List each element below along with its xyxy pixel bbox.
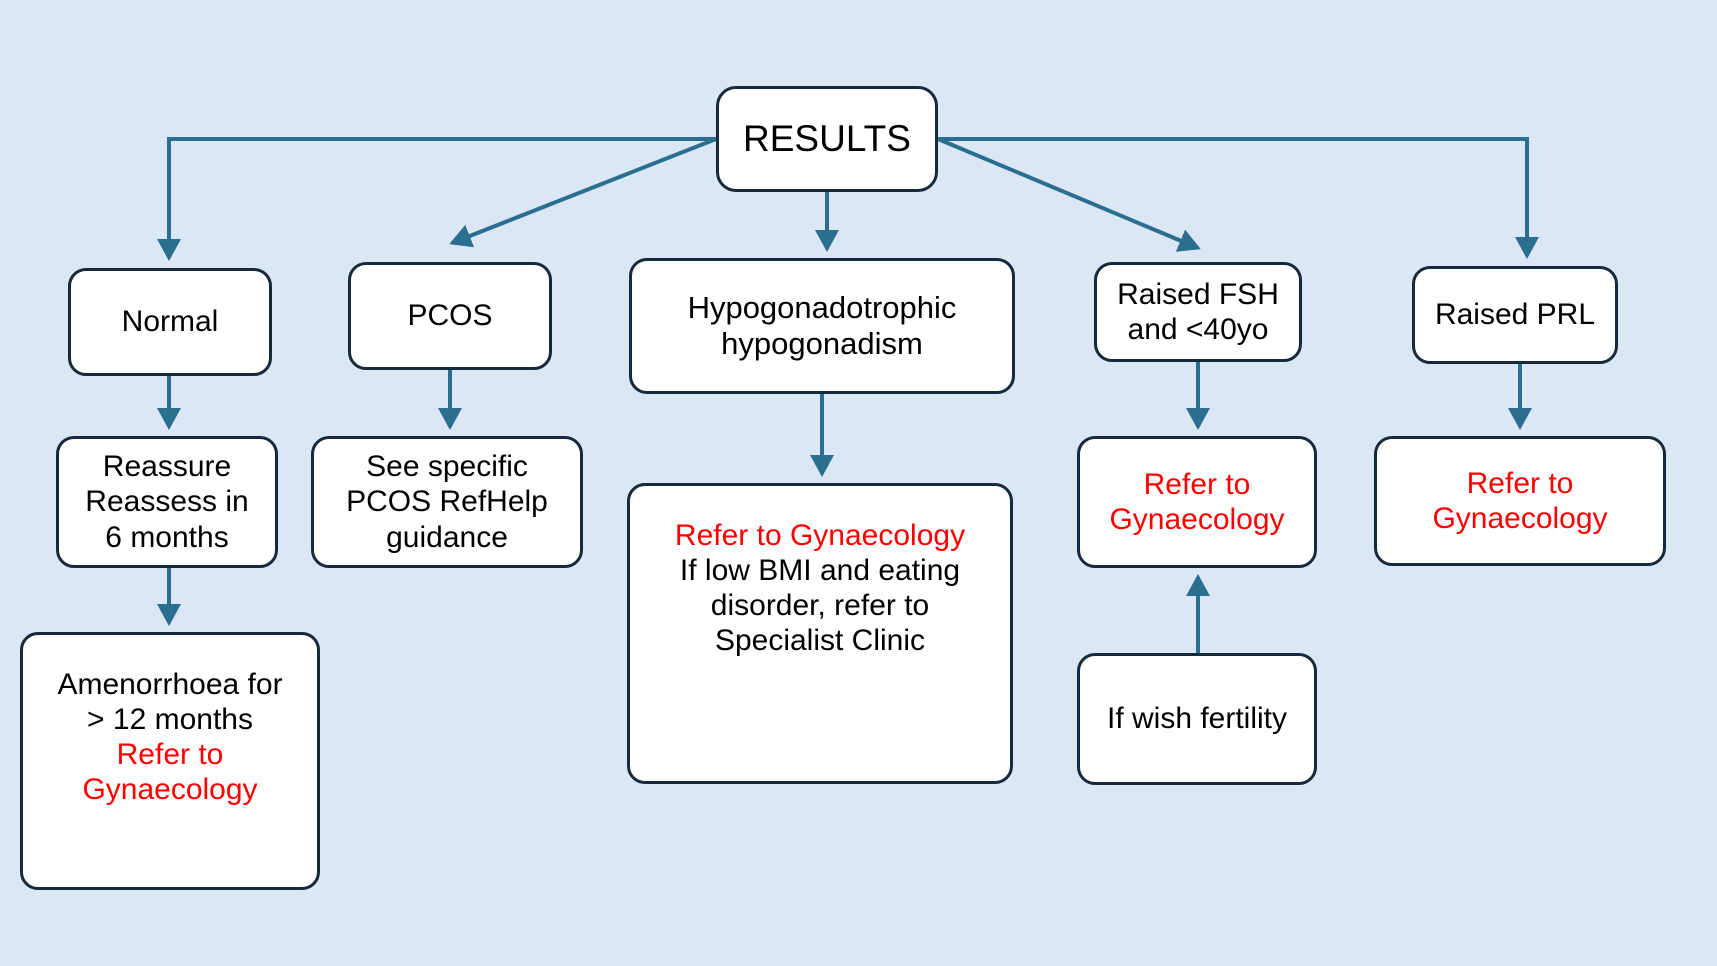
node-amenorrhoea-line2: > 12 months — [87, 703, 253, 737]
node-raised-fsh[interactable]: Raised FSH and <40yo — [1094, 262, 1302, 362]
node-amenorrhoea-line4: Gynaecology — [82, 773, 258, 807]
node-pcos-refhelp-line2: PCOS RefHelp — [346, 485, 548, 519]
node-pcos[interactable]: PCOS — [348, 262, 552, 370]
node-reassure-line2: Reassess in — [85, 485, 249, 519]
node-pcos-refhelp-line1: See specific — [366, 450, 528, 484]
node-refer-gynaecology-prl-line1: Refer to — [1466, 466, 1574, 500]
node-pcos-refhelp[interactable]: See specific PCOS RefHelp guidance — [311, 436, 583, 568]
node-refer-gynaecology-hypogonadism-line4: Specialist Clinic — [714, 624, 926, 658]
node-raised-fsh-line1: Raised FSH — [1117, 277, 1279, 311]
node-hypogonadism-line2: hypogonadism — [721, 326, 923, 361]
node-results-label: RESULTS — [743, 118, 911, 160]
node-amenorrhoea[interactable]: Amenorrhoea for > 12 months Refer to Gyn… — [20, 632, 320, 890]
node-pcos-label: PCOS — [407, 299, 493, 333]
node-reassure[interactable]: Reassure Reassess in 6 months — [56, 436, 278, 568]
node-raised-fsh-line2: and <40yo — [1127, 313, 1269, 346]
node-pcos-refhelp-line3: guidance — [386, 520, 508, 554]
node-amenorrhoea-line1: Amenorrhoea for — [57, 668, 283, 701]
node-refer-gynaecology-prl[interactable]: Refer to Gynaecology — [1374, 436, 1666, 566]
node-reassure-line1: Reassure — [102, 450, 232, 484]
node-refer-gynaecology-prl-line2: Gynaecology — [1432, 502, 1608, 535]
node-refer-gynaecology-hypogonadism-line2: If low BMI and eating — [679, 554, 961, 588]
node-raised-prl[interactable]: Raised PRL — [1412, 266, 1618, 364]
node-refer-gynaecology-fsh-line2: Gynaecology — [1109, 503, 1285, 536]
node-normal[interactable]: Normal — [68, 268, 272, 376]
node-reassure-line3: 6 months — [105, 520, 229, 554]
node-if-wish-fertility-label: If wish fertility — [1106, 702, 1288, 736]
node-hypogonadism[interactable]: Hypogonadotrophic hypogonadism — [629, 258, 1015, 394]
node-raised-prl-label: Raised PRL — [1434, 298, 1596, 332]
node-refer-gynaecology-fsh[interactable]: Refer to Gynaecology — [1077, 436, 1317, 568]
node-results[interactable]: RESULTS — [716, 86, 938, 192]
edge-results-to-pcos — [449, 137, 717, 248]
edge-results-to-raised-fsh — [937, 137, 1201, 252]
node-amenorrhoea-line3: Refer to — [116, 738, 224, 772]
node-refer-gynaecology-hypogonadism-line3: disorder, refer to — [710, 589, 930, 623]
node-if-wish-fertility[interactable]: If wish fertility — [1077, 653, 1317, 785]
node-refer-gynaecology-hypogonadism[interactable]: Refer to Gynaecology If low BMI and eati… — [627, 483, 1013, 784]
edge-results-to-raised-prl — [938, 137, 1539, 259]
node-normal-label: Normal — [121, 305, 219, 339]
edge-results-to-normal — [157, 137, 716, 261]
node-refer-gynaecology-hypogonadism-line1: Refer to Gynaecology — [674, 519, 966, 552]
node-refer-gynaecology-fsh-line1: Refer to — [1143, 467, 1251, 501]
node-hypogonadism-line1: Hypogonadotrophic — [687, 289, 957, 325]
